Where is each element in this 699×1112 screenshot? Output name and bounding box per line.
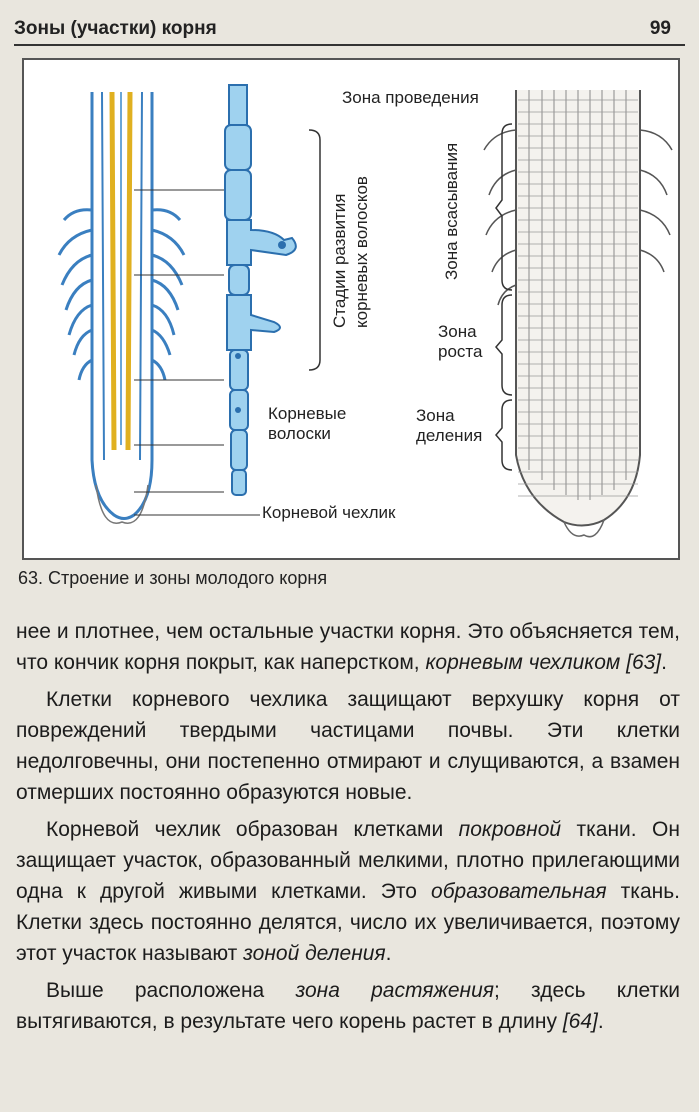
root-structure-figure: Зона проведения Зона всасывания Зона рос… xyxy=(22,58,680,560)
label-zone-division-line1: Зона xyxy=(416,406,455,425)
label-stages-line1: Стадии развития xyxy=(330,193,349,329)
paragraph-4: Выше расположена зона растяжения; здесь … xyxy=(16,975,680,1037)
right-root-cellular-drawing xyxy=(483,90,673,538)
paragraph-3-end: . xyxy=(385,942,392,965)
label-zone-conduction: Зона проведения xyxy=(342,88,479,107)
label-root-hairs-line1: Корневые xyxy=(268,404,347,423)
figure-ref-64: [64] xyxy=(562,1010,598,1033)
paragraph-1: нее и плотнее, чем остальные участки кор… xyxy=(16,616,680,678)
root-hair-stages-drawing xyxy=(224,84,297,496)
zone-braces xyxy=(495,123,513,471)
left-root-drawing xyxy=(57,91,186,524)
paragraph-4-end: . xyxy=(597,1010,604,1033)
cell-nuclei xyxy=(235,241,286,413)
figure-caption: 63. Строение и зоны молодого корня xyxy=(18,568,328,588)
term-root-cap: корневым чехликом [63] xyxy=(425,651,662,674)
label-zone-absorption: Зона всасывания xyxy=(442,142,461,280)
term-educational: образовательная xyxy=(431,880,607,903)
chapter-title: Зоны (участки) корня xyxy=(14,18,217,39)
label-root-cap: Корневой чехлик xyxy=(262,503,396,522)
paragraph-4-text-a: Выше расположена xyxy=(46,979,296,1002)
paragraph-3-text-b: ткани. Он защищает участок, образованный… xyxy=(16,818,680,903)
guide-lines xyxy=(134,189,260,516)
label-zone-growth-line1: Зона xyxy=(438,322,477,341)
stages-bracket xyxy=(308,129,321,371)
label-stages-line2: корневых волосков xyxy=(352,176,371,328)
page-number: 99 xyxy=(649,18,671,39)
label-zone-division-line2: деления xyxy=(416,426,483,445)
term-elongation-zone: зона растяжения xyxy=(295,979,494,1002)
body-text: нее и плотнее, чем остальные участки кор… xyxy=(16,616,680,1043)
label-zone-growth-line2: роста xyxy=(438,342,483,361)
paragraph-3: Корневой чехлик образован клетками покро… xyxy=(16,814,680,969)
paragraph-4-text-b: ; здесь клетки вытягиваются, в результат… xyxy=(16,979,680,1033)
paragraph-1-end: . xyxy=(661,651,667,674)
paragraph-2: Клетки корневого чехлика защищают верхуш… xyxy=(16,688,680,804)
page-header: Зоны (участки) корня 99 xyxy=(14,10,685,46)
paragraph-3-text-c: ткань. Клетки здесь постоянно делятся, ч… xyxy=(16,880,680,965)
paragraph-1-text: нее и плотнее, чем остальные участки кор… xyxy=(16,620,680,674)
root-illustration xyxy=(57,84,673,538)
label-root-hairs-line2: волоски xyxy=(268,424,331,443)
paragraph-3-text-a: Корневой чехлик образован клетками xyxy=(46,818,459,841)
term-covering: покровной xyxy=(458,818,562,841)
term-division-zone: зоной деления xyxy=(243,942,386,965)
